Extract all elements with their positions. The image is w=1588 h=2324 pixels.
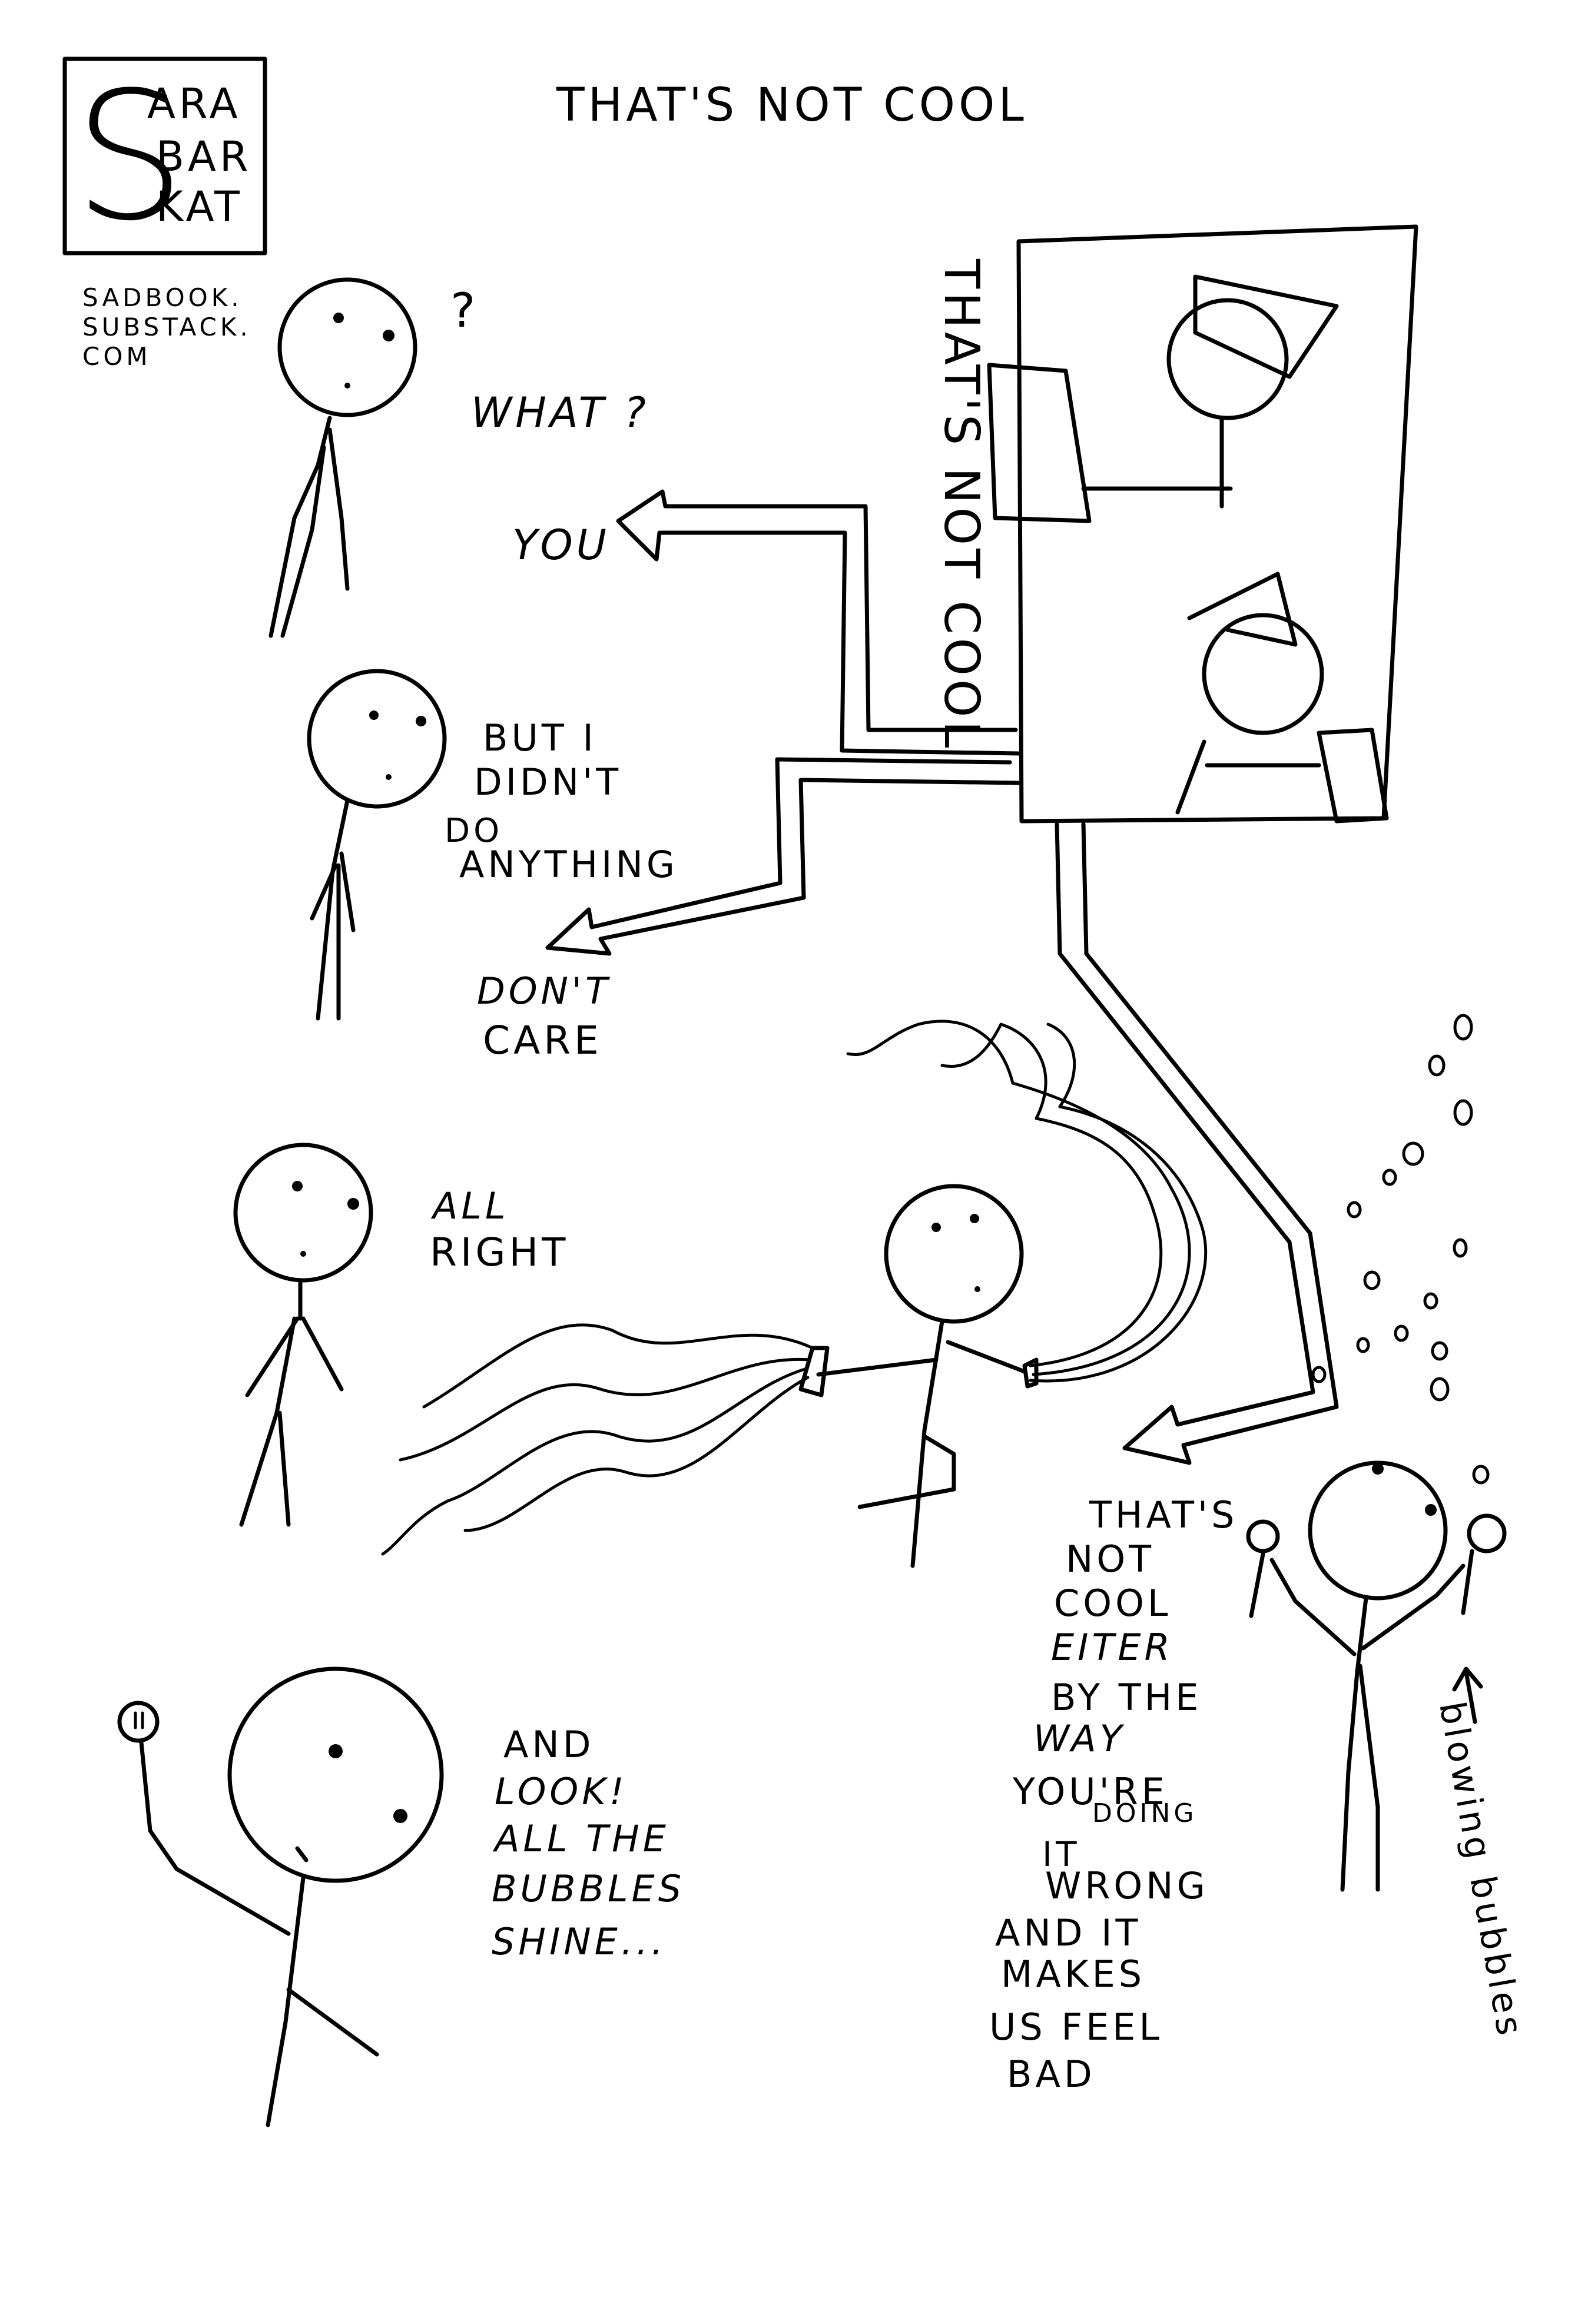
critic-line-2: NOT — [1066, 1538, 1155, 1581]
arrow-to-critic — [1055, 822, 1339, 1465]
site-line-1: SADBOOK. — [82, 283, 243, 312]
signature-letter-s: S — [74, 54, 189, 260]
critic-speech: THAT'S NOT COOL EITER BY THE WAY YOU'RE … — [989, 1493, 1238, 2096]
signature-logo: S ARA BAR KAT — [62, 54, 267, 260]
critic-line-14: BAD — [1007, 2053, 1096, 2096]
signature-line-bar: BAR — [156, 132, 252, 181]
annotation-arrow — [1452, 1666, 1483, 1724]
critic-line-6: WAY — [1033, 1717, 1126, 1760]
question-mark: ? — [450, 283, 479, 338]
critic-line-7: YOU'RE — [1012, 1770, 1168, 1813]
what-speech: WHAT ? — [471, 389, 649, 437]
arrow-to-you — [616, 489, 1021, 756]
dont-care-line-1: DON'T — [477, 970, 611, 1012]
but-i-line: BUT I — [483, 716, 597, 759]
shine-line-2: LOOK! — [495, 1770, 628, 1813]
all-right-line-2: RIGHT — [430, 1230, 569, 1275]
site-url: SADBOOK. SUBSTACK. COM — [82, 283, 251, 371]
site-line-3: COM — [82, 342, 151, 371]
critic-line-9: IT — [1042, 1834, 1080, 1874]
critic-line-10: WRONG — [1045, 1864, 1209, 1907]
critic-line-8: DOING — [1092, 1798, 1198, 1828]
all-right-line-1: ALL — [430, 1184, 509, 1227]
shine-line-4: BUBBLES — [492, 1867, 685, 1910]
anything-line: ANYTHING — [459, 843, 678, 886]
dont-care-line-2: CARE — [483, 1018, 602, 1063]
stick-figure-2 — [307, 669, 447, 1021]
do-line: DO — [445, 812, 503, 850]
bubbles — [1311, 1014, 1490, 1485]
shine-line-1: AND — [503, 1723, 595, 1766]
arrow-to-dont-care — [545, 757, 1021, 956]
signature-line-kat: KAT — [156, 182, 243, 231]
annotation-label: blowing bubbles — [1431, 1698, 1531, 2041]
billboard-text: THAT'S NOT COOL — [933, 258, 989, 751]
stick-figure-1 — [268, 277, 417, 638]
critic-line-13: US FEEL — [989, 2006, 1163, 2049]
critic-line-5: BY THE — [1051, 1676, 1202, 1719]
shine-line-3: ALL THE — [492, 1817, 669, 1860]
critic-line-11: AND IT — [995, 1911, 1141, 1954]
signature-line-ara: ARA — [147, 79, 241, 128]
critic-line-1: THAT'S — [1089, 1493, 1238, 1536]
ribbon-dancer — [381, 1020, 1208, 1568]
site-line-2: SUBSTACK. — [82, 313, 251, 341]
shine-line-5: SHINE... — [492, 1920, 667, 1963]
critic-line-3: COOL — [1054, 1582, 1171, 1625]
critic-line-12: MAKES — [1001, 1953, 1145, 1996]
critic-line-4: EITER — [1051, 1626, 1173, 1669]
didnt-line: DIDN'T — [474, 761, 622, 804]
stick-figure-4 — [117, 1666, 444, 2127]
stick-figure-3 — [233, 1143, 373, 1527]
you-label: YOU — [512, 521, 610, 569]
comic-title: THAT'S NOT COOL — [556, 79, 1027, 132]
bubble-blower — [1246, 1460, 1507, 1892]
billboard: THAT'S NOT COOL — [933, 224, 1418, 824]
